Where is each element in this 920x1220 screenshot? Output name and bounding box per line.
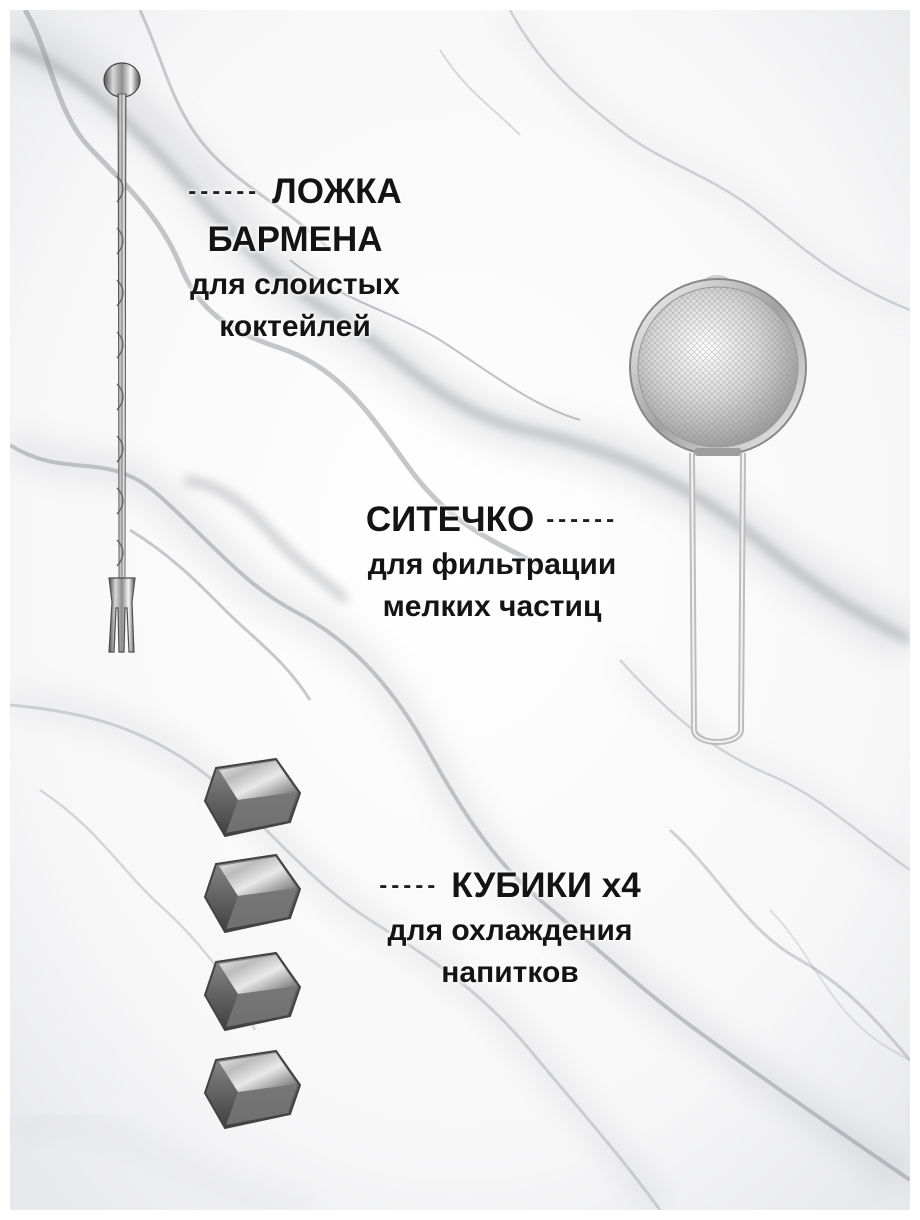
cubes-description-line-1: для охлаждения [387, 914, 633, 947]
spoon-description-line-2: коктейлей [219, 310, 371, 343]
strainer-description-line-1: для фильтрации [367, 548, 617, 581]
strainer-label-block: СИТЕЧКО ------ для фильтрации мелких час… [282, 496, 702, 628]
strainer-icon [629, 275, 807, 745]
marble-background [10, 10, 910, 1210]
spoon-title-line-1: ЛОЖКА [272, 172, 402, 211]
ice-cube-icon [203, 853, 302, 934]
spoon-connector-line: ------ [188, 178, 261, 205]
ice-cube-icon [203, 1049, 302, 1130]
spoon-label-block: ------ ЛОЖКА БАРМЕНА для слоистых коктей… [140, 168, 450, 348]
ice-cubes-stack [203, 757, 302, 1130]
cubes-connector-line: ----- [379, 872, 440, 899]
cubes-description-line-2: напитков [441, 956, 579, 989]
strainer-title: СИТЕЧКО [365, 500, 535, 539]
bar-spoon-icon [103, 62, 141, 653]
cubes-label-block: ----- КУБИКИ х4 для охлаждения напитков [300, 862, 720, 994]
cubes-title-row: ----- КУБИКИ х4 [300, 862, 720, 910]
strainer-title-row: СИТЕЧКО ------ [282, 496, 702, 544]
spoon-description-line-1: для слоистых [190, 268, 400, 301]
ice-cube-icon [203, 951, 302, 1032]
strainer-description-line-2: мелких частиц [382, 590, 602, 623]
cubes-title: КУБИКИ х4 [451, 866, 641, 905]
spoon-title-row: ------ ЛОЖКА [140, 168, 450, 216]
strainer-connector-line: ------ [546, 506, 619, 533]
ice-cube-icon [203, 757, 302, 838]
spoon-title-line-2: БАРМЕНА [207, 220, 383, 259]
marble-texture [10, 10, 910, 1210]
